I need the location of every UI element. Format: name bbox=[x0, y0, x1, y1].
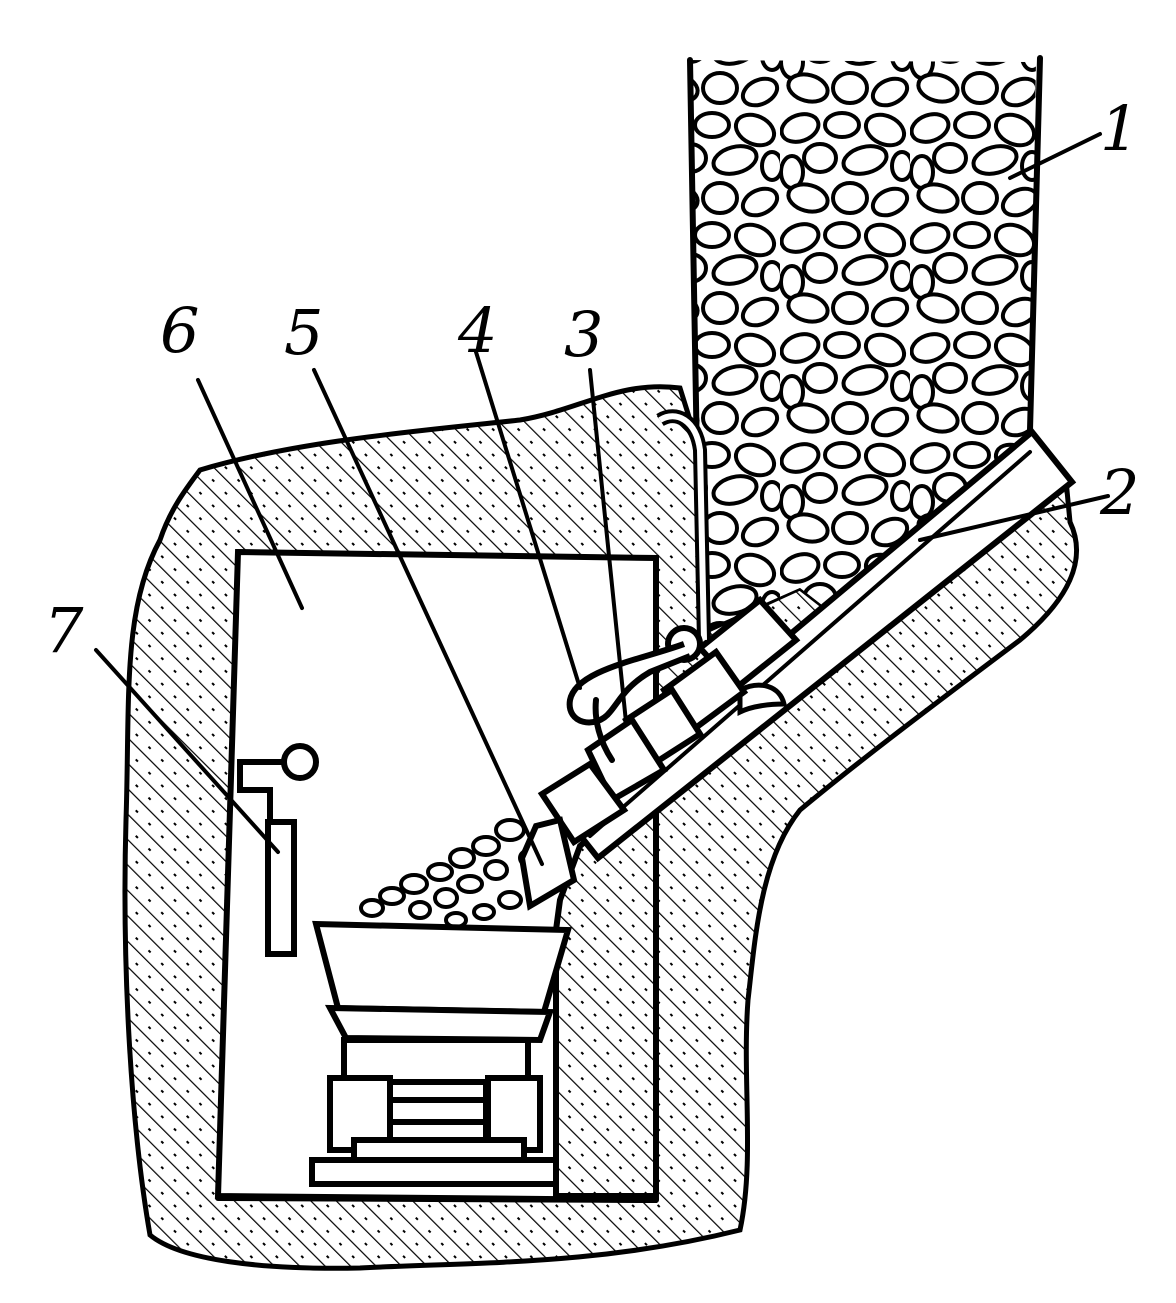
callout-2: 2 bbox=[1099, 456, 1139, 529]
callout-3: 3 bbox=[564, 298, 603, 371]
ore-pass bbox=[687, 55, 1043, 635]
callout-7: 7 bbox=[44, 594, 84, 667]
callout-6: 6 bbox=[160, 294, 199, 367]
leader-line-4 bbox=[474, 350, 582, 690]
leader-lines bbox=[94, 132, 1110, 866]
leader-line-1 bbox=[1008, 132, 1102, 180]
leader-line-2 bbox=[918, 494, 1110, 542]
callout-4: 4 bbox=[457, 294, 497, 367]
callout-labels: 1 2 3 4 5 6 7 bbox=[44, 92, 1139, 667]
callout-1: 1 bbox=[1100, 92, 1139, 165]
chamber-right-wall bbox=[215, 793, 659, 1203]
gate-lever bbox=[566, 409, 711, 763]
leader-line-6 bbox=[196, 378, 304, 610]
mine-car bbox=[309, 920, 572, 1187]
callout-5: 5 bbox=[284, 296, 323, 369]
leader-line-5 bbox=[312, 368, 544, 866]
leader-line-3 bbox=[588, 368, 628, 724]
leader-line-7 bbox=[94, 648, 280, 854]
chute-lip bbox=[518, 816, 578, 911]
control-panel bbox=[237, 743, 319, 957]
ore-stream bbox=[359, 818, 542, 929]
